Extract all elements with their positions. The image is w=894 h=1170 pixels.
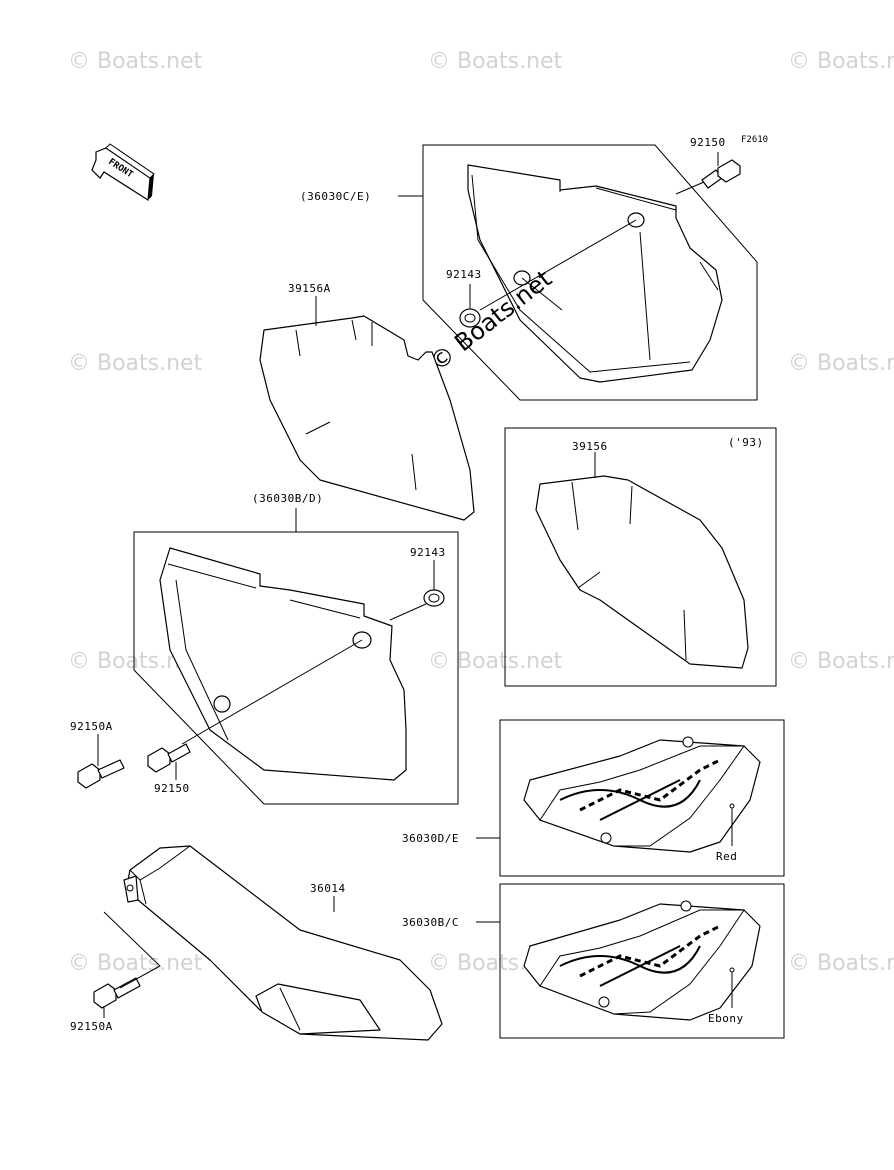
- watermark: © Boats.net: [788, 351, 894, 376]
- callout-ebony: Ebony: [708, 1012, 744, 1025]
- watermark: © Boats.net: [68, 49, 203, 74]
- callout-92143-mid: 92143: [410, 546, 446, 559]
- watermark: © Boats.net: [788, 951, 894, 976]
- decal-39156a: [259, 315, 475, 521]
- decal-39156: [535, 475, 749, 669]
- watermark: © Boats.net: [68, 351, 203, 376]
- callout-36030ce: (36030C/E): [300, 190, 371, 203]
- watermark: © Boats.net: [788, 649, 894, 674]
- bolt-92150-top: [701, 159, 741, 189]
- side-cover-ebony: [523, 900, 761, 1021]
- side-cover-left: [159, 547, 407, 781]
- front-arrow-icon: FRONT: [91, 143, 155, 202]
- callout-36030de: 36030D/E: [402, 832, 459, 845]
- callout-36014: 36014: [310, 882, 346, 895]
- callout-93: ('93): [728, 436, 764, 449]
- grommet-92143-mid: [423, 589, 445, 607]
- callout-92150a-bot: 92150A: [70, 1020, 113, 1033]
- side-cover-red: [523, 736, 761, 853]
- callout-92150-mid: 92150: [154, 782, 190, 795]
- callout-92143-top: 92143: [446, 268, 482, 281]
- group-box-36030bc: [499, 883, 785, 1039]
- figure-ref: F2610: [741, 135, 768, 145]
- callout-39156: 39156: [572, 440, 608, 453]
- grommet-92143-top: [459, 308, 481, 328]
- group-box-36030ce: [422, 144, 758, 401]
- bolt-92150a-mid: [77, 759, 125, 789]
- watermark: © Boats.net: [68, 951, 203, 976]
- watermark: © Boats.net: [788, 49, 894, 74]
- watermark: © Boats.net: [428, 49, 563, 74]
- group-box-36030de: [499, 719, 785, 877]
- watermark: © Boats.net: [428, 649, 563, 674]
- bolt-92150a-bot: [93, 977, 141, 1009]
- callout-red: Red: [716, 850, 737, 863]
- callout-39156a: 39156A: [288, 282, 331, 295]
- group-box-93: [504, 427, 777, 687]
- callout-36030bc: 36030B/C: [402, 916, 459, 929]
- callout-92150a-mid: 92150A: [70, 720, 113, 733]
- guard-36014: [123, 845, 443, 1041]
- callout-92150-top: 92150: [690, 136, 726, 149]
- callout-36030bd: (36030B/D): [252, 492, 323, 505]
- bolt-92150-mid: [147, 743, 191, 773]
- side-cover-right: [467, 164, 723, 383]
- group-box-36030bd: [133, 531, 459, 805]
